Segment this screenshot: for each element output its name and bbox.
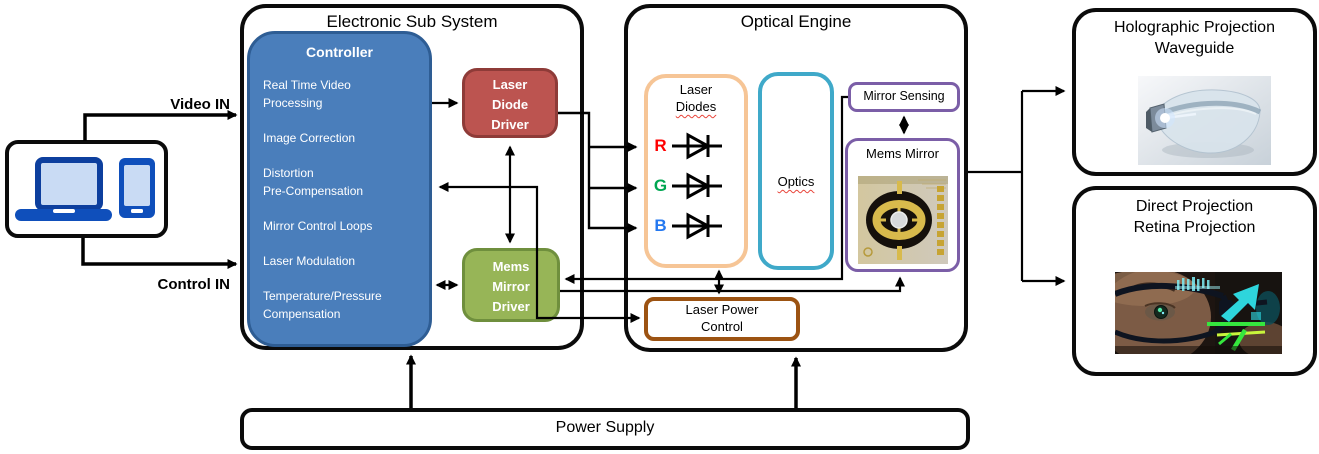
mirror-sensing-label: Mirror Sensing: [863, 89, 945, 103]
controller-box: [247, 31, 432, 347]
channel-letter: B: [654, 216, 667, 235]
channel-letter: R: [654, 136, 667, 155]
tablet-icon: [119, 158, 155, 218]
laser-power-control-box: [644, 297, 800, 341]
electronic-subsystem-title: Electronic Sub System: [326, 12, 498, 31]
control-in-label: Control IN: [157, 276, 231, 293]
video-in-label: Video IN: [170, 96, 230, 113]
controller-function: Distortion Pre-Compensation: [263, 166, 364, 198]
power-supply-label: Power Supply: [555, 419, 655, 436]
mems-mirror-driver-box: Mems Mirror Driver: [462, 248, 560, 322]
laser-diode-channel: R: [652, 132, 726, 160]
diode-symbol: [672, 172, 722, 200]
mems-mirror-photo: [858, 176, 948, 264]
direct-projection-title: Direct Projection Retina Projection: [1133, 198, 1256, 236]
laser-diode-driver-box: Laser Diode Driver: [462, 68, 558, 138]
controller-function: Laser Modulation: [263, 254, 356, 268]
video-in-line: [83, 110, 238, 141]
channel-letter: G: [653, 176, 668, 195]
mirror-sensing-box: [848, 82, 960, 112]
controller-title: Controller: [306, 44, 373, 60]
retina-projection-image: [1115, 272, 1282, 354]
holographic-projection-title: Holographic Projection Waveguide: [1114, 19, 1275, 57]
waveguide-image: [1138, 76, 1271, 165]
controller-function: Temperature/Pressure Compensation: [263, 289, 382, 321]
controller-function: Mirror Control Loops: [263, 219, 373, 233]
controller-function: Real Time Video Processing: [263, 78, 351, 110]
laser-diode-channels: R G B: [652, 132, 726, 252]
diode-symbol: [672, 132, 722, 160]
laser-diode-channel: B: [652, 212, 726, 240]
laser-power-control-label: Laser Power Control: [685, 302, 759, 334]
control-in-line: [81, 238, 238, 269]
optical-output-stem-line: [968, 91, 1024, 281]
optics-label: Optics: [777, 174, 815, 189]
mems-mirror-label: Mems Mirror: [866, 146, 939, 161]
diode-symbol: [672, 212, 722, 240]
optics-box: [758, 72, 834, 270]
optical-engine-title: Optical Engine: [740, 12, 852, 31]
controller-function: Image Correction: [263, 131, 356, 145]
laptop-icon: [15, 157, 112, 221]
laser-diode-channel: G: [652, 172, 726, 200]
power-supply-box: [240, 408, 970, 450]
laser-diodes-label: Laser Diodes: [675, 82, 717, 114]
